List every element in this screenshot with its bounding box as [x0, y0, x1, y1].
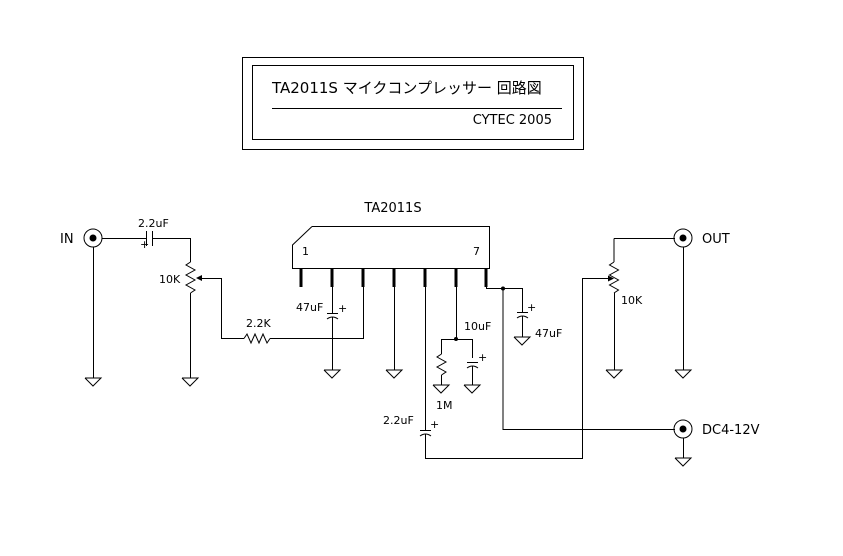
- title-block: TA2011S マイクコンプレッサー 回路図 CYTEC 2005: [242, 57, 584, 150]
- svg-text:+: +: [140, 238, 149, 251]
- ground-symbol: [674, 457, 693, 467]
- ground-symbol: [84, 377, 103, 387]
- input-jack: IN: [60, 228, 103, 387]
- output-jack: OUT: [614, 228, 730, 379]
- svg-text:+: +: [527, 301, 536, 314]
- pin7-capacitor-value: 47uF: [535, 327, 562, 340]
- pin5-capacitor-value: 2.2uF: [383, 414, 414, 427]
- ground-symbol: [385, 369, 404, 379]
- ground-symbol: [432, 384, 451, 394]
- ic-ta2011s: TA2011S 1 7: [292, 201, 490, 287]
- input-volume-value: 10K: [159, 273, 181, 286]
- output-label: OUT: [702, 232, 730, 247]
- output-volume: 10K: [605, 238, 643, 379]
- svg-text:+: +: [478, 351, 487, 364]
- ground-symbol: [513, 336, 532, 346]
- power-label: DC4-12V: [702, 423, 760, 438]
- pin6-capacitor-value: 10uF: [464, 320, 491, 333]
- input-label: IN: [60, 232, 74, 247]
- power-jack: DC4-12V: [673, 419, 760, 467]
- series-resistor-value: 2.2K: [246, 317, 271, 330]
- input-volume: 10K: [159, 238, 244, 387]
- diagram-title: TA2011S マイクコンプレッサー 回路図: [271, 79, 542, 97]
- pin7-network: + 47uF: [486, 286, 675, 430]
- pin4-ground: [385, 287, 404, 379]
- svg-text:+: +: [430, 418, 439, 431]
- pin2-capacitor: + 47uF: [296, 287, 347, 379]
- ground-symbol: [323, 369, 342, 379]
- ic-pin1-label: 1: [302, 245, 309, 258]
- pin6-network: 1M + 10uF: [432, 287, 491, 412]
- input-capacitor-value: 2.2uF: [138, 217, 169, 230]
- ic-pin7-label: 7: [473, 245, 480, 258]
- ground-symbol: [181, 377, 200, 387]
- input-capacitor: + 2.2uF: [102, 217, 191, 251]
- svg-text:+: +: [338, 302, 347, 315]
- output-volume-value: 10K: [621, 294, 643, 307]
- ground-symbol: [605, 369, 624, 379]
- ground-symbol: [463, 384, 482, 394]
- pin2-capacitor-value: 47uF: [296, 301, 323, 314]
- ground-symbol: [674, 369, 693, 379]
- ic-label: TA2011S: [363, 201, 421, 216]
- diagram-credit: CYTEC 2005: [473, 113, 552, 128]
- series-resistor: 2.2K: [243, 287, 364, 345]
- pin5-capacitor: + 2.2uF: [383, 278, 608, 459]
- pin6-resistor-value: 1M: [436, 399, 453, 412]
